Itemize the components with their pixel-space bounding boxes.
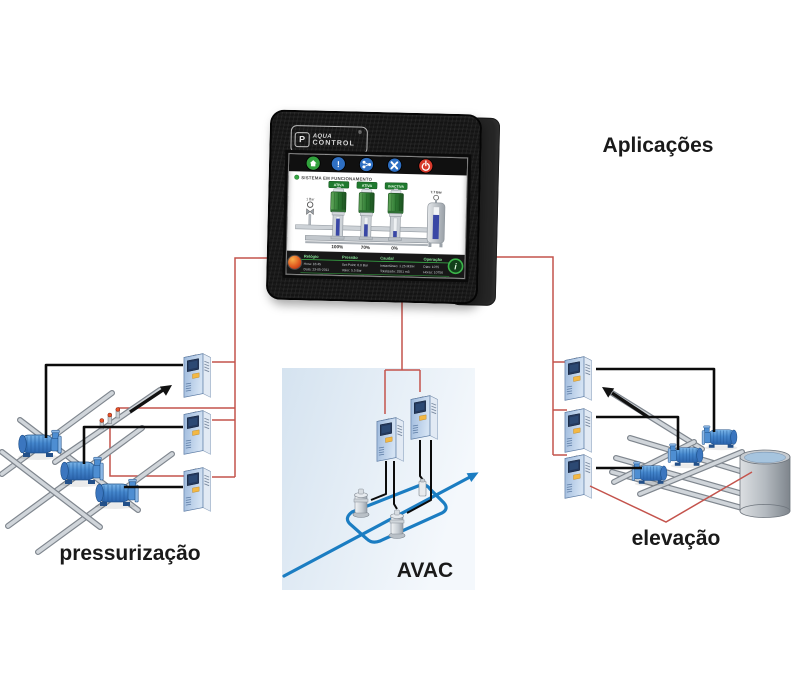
tank-water: [744, 451, 786, 464]
wire-hmi-to-hvac: [384, 296, 421, 414]
vfd-drive: [183, 410, 212, 455]
infobar-column: Relógio Hora: 16:45 Data: 23-05-2011: [304, 254, 330, 272]
column-title: Operação: [423, 257, 442, 262]
screen-pump: ATIVA 70%: [356, 181, 378, 250]
wire-sensor-feedback: [109, 414, 196, 477]
alarm-orb-button[interactable]: [287, 254, 303, 270]
column-row: Set-Point: 6.0 Bar: [342, 263, 369, 268]
system-status-text: SISTEMA EM FUNCIONAMENTO: [301, 175, 372, 182]
hvac-diagram: [282, 395, 479, 578]
power-cables: [370, 440, 432, 514]
column-row: Hora: 16:45: [304, 262, 321, 266]
column-row: Totalizado: 2551 m3: [380, 269, 410, 274]
water-tank: [739, 449, 791, 518]
brand-text: AQUA CONTROL: [312, 132, 355, 147]
pump: [17, 429, 62, 461]
pressurization-label: pressurização: [59, 542, 200, 565]
hmi-bezel: P AQUA CONTROL ®: [265, 109, 483, 305]
pump-speed-percent: 0%: [391, 246, 398, 251]
status-led: [294, 174, 300, 180]
pump: [631, 461, 668, 487]
flow-arrow: [129, 385, 172, 414]
manifold-shadow: [305, 241, 428, 247]
pump: [59, 456, 104, 488]
column-row: Data: 23-05-2011: [304, 267, 330, 272]
infobar-column: Caudal Instantâneo: 1.25 M3/H Totalizado…: [380, 255, 415, 274]
registered-mark: ®: [358, 129, 362, 136]
elevation-label: elevação: [632, 527, 721, 550]
pump-speed-percent: 100%: [331, 244, 343, 249]
pump-speed-percent: 70%: [361, 245, 370, 250]
screen-pressure-tank: 7.7 Bar: [426, 190, 446, 248]
elevation-diagram: [564, 356, 791, 523]
home-icon: [309, 160, 317, 167]
pump: [701, 425, 738, 451]
pressure-sensor: [107, 412, 113, 424]
pressurization-diagram: [0, 353, 212, 555]
hmi-monitor: P AQUA CONTROL ®: [248, 102, 503, 313]
vfd-drive: [376, 417, 405, 462]
wrench-icon: [390, 161, 399, 170]
column-row: Dias: 1075: [423, 265, 439, 269]
flow-arrow: [602, 387, 649, 419]
vfd-drive: [564, 408, 593, 453]
hvac-panel-background: [282, 368, 475, 590]
valve-icon: [306, 208, 314, 216]
gauge-icon: [433, 194, 439, 201]
pump-state-badge: INACTIVA: [388, 184, 404, 188]
power-icon: [421, 160, 430, 171]
info-icon: i: [454, 261, 457, 271]
power-cables: [44, 363, 183, 489]
alarm-icon: !: [337, 159, 340, 169]
aquacontrol-logo: P AQUA CONTROL ®: [290, 124, 368, 155]
column-title: Caudal: [380, 255, 394, 260]
hvac-label: AVAC: [397, 559, 453, 582]
wire-hmi-to-elevation: [490, 256, 554, 455]
vfd-drive: [564, 454, 593, 499]
power-cables: [596, 367, 716, 470]
tank-level: [432, 214, 440, 240]
brand-mark-icon: P: [294, 131, 310, 147]
flow-arrow: [466, 472, 479, 482]
inlet-valve: 1 Bar: [306, 197, 315, 226]
vfd-drive: [183, 353, 212, 398]
hvac-main-pipe: [282, 475, 472, 578]
screen-pump: ATIVA 100%: [328, 180, 350, 249]
applications-label: Aplicações: [603, 134, 714, 157]
infobar-column: Pressão Set-Point: 6.0 Bar Valor: 5.5 Ba…: [342, 255, 369, 273]
infobar-column: Operação Dias: 1075 Horas: 10756: [423, 257, 443, 275]
network-button[interactable]: [359, 157, 374, 172]
column-title: Relógio: [304, 254, 319, 259]
inlet-pressure-label: 1 Bar: [306, 197, 315, 201]
column-title: Pressão: [342, 255, 358, 260]
column-row: Instantâneo: 1.25 M3/H: [380, 264, 415, 269]
info-button[interactable]: [447, 258, 464, 275]
screen-pump-group: ATIVA 100%: [328, 180, 408, 251]
alarms-button[interactable]: [330, 156, 346, 172]
vfd-drive: [410, 395, 439, 440]
wire-tank-level: [589, 471, 753, 523]
vfd-drive: [564, 356, 593, 401]
column-row: Valor: 5.5 Bar: [342, 268, 363, 273]
gauge-icon: [307, 201, 314, 208]
pump-state-badge: ATIVA: [334, 183, 345, 187]
pressure-sensor: [418, 478, 427, 497]
tank-pressure-label: 7.7 Bar: [430, 190, 442, 194]
hmi-screen: ! SISTEMA EM FUNCIONAMENTO: [286, 153, 468, 279]
pump-state-badge: ATIVA: [362, 184, 373, 188]
column-row: Horas: 10756: [423, 270, 443, 274]
wire-hmi-to-pressurization: [234, 257, 272, 477]
hvac-pipe-loop: [345, 483, 448, 544]
signal-wires-red: [109, 256, 567, 478]
screen-infobar: i Relógio Hora: 16:45 Data: 23-05-2011 P…: [286, 250, 465, 279]
screen-pump: INACTIVA 0%: [384, 182, 408, 251]
vfd-drive: [183, 467, 212, 512]
pressure-sensor: [115, 407, 121, 419]
network-icon: [362, 160, 372, 169]
